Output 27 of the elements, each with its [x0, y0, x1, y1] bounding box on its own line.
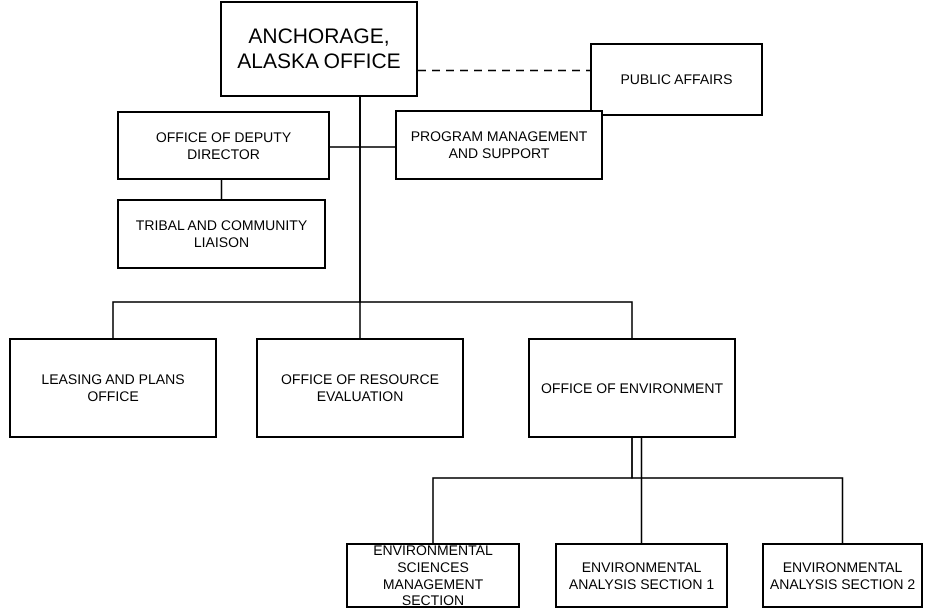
org-box: [528, 338, 736, 438]
box-label: LEASING AND PLANS OFFICE: [40, 371, 186, 405]
box-label: ENVIRONMENTAL SCIENCES MANAGEMENT SECTION: [372, 542, 494, 608]
box-label: TRIBAL AND COMMUNITY LIAISON: [134, 217, 308, 251]
org-box: [256, 338, 464, 438]
connector-line: [631, 438, 844, 543]
connector-line: [640, 438, 642, 543]
org-box: [555, 543, 728, 608]
box-label: OFFICE OF ENVIRONMENT: [541, 380, 723, 396]
box-label: ANCHORAGE, ALASKA OFFICE: [236, 24, 402, 74]
org-box: [395, 110, 603, 180]
org-box: [9, 338, 217, 438]
org-box: [346, 543, 520, 608]
connector-line: [220, 180, 222, 199]
box-label: PROGRAM MANAGEMENT AND SUPPORT: [410, 128, 588, 162]
org-box: [590, 43, 763, 116]
connector-line: [359, 97, 633, 338]
org-box: [117, 199, 326, 269]
box-label: OFFICE OF RESOURCE EVALUATION: [280, 371, 440, 405]
org-box: [762, 543, 923, 608]
box-label: OFFICE OF DEPUTY DIRECTOR: [154, 128, 292, 162]
connector-line: [418, 70, 590, 72]
org-box: [220, 1, 418, 97]
box-label: PUBLIC AFFAIRS: [620, 71, 733, 88]
box-label: ENVIRONMENTAL ANALYSIS SECTION 2: [768, 558, 916, 592]
box-label: ENVIRONMENTAL ANALYSIS SECTION 1: [568, 558, 716, 592]
org-box: [117, 111, 330, 180]
